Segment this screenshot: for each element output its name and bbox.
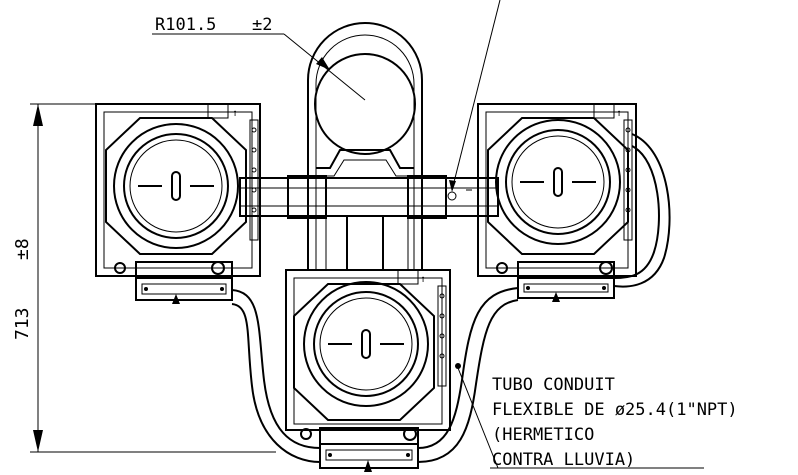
radius-tolerance: ±2	[252, 15, 272, 35]
height-tolerance: ±8	[12, 238, 33, 260]
height-dimension: 713 ±8	[12, 103, 276, 453]
lamp-head-bottom: ↑	[285, 269, 451, 472]
note-leader-line	[457, 367, 499, 469]
svg-text:↑: ↑	[420, 274, 426, 285]
mounting-bracket	[239, 22, 499, 271]
conduit-note: TUBO CONDUIT FLEXIBLE DE ø25.4(1"NPT) (H…	[455, 363, 738, 470]
svg-text:↑: ↑	[616, 108, 622, 119]
height-label: 713	[12, 307, 33, 340]
leader-line-top	[451, 0, 501, 191]
radius-label: R101.5	[155, 15, 216, 35]
lamp-head-right: ↑	[477, 103, 637, 302]
note-line-1: TUBO CONDUIT	[492, 375, 615, 395]
lamp-head-left: ↑	[95, 103, 261, 304]
leader-arrow-top	[449, 180, 456, 192]
flexible-conduit	[231, 133, 671, 463]
note-line-3: (HERMETICO	[492, 425, 594, 445]
svg-text:↑: ↑	[232, 108, 238, 119]
radius-dimension: R101.5 ±2	[152, 15, 366, 101]
note-line-4: CONTRA LLUVIA)	[492, 450, 635, 470]
note-line-2: FLEXIBLE DE ø25.4(1"NPT)	[492, 400, 738, 420]
